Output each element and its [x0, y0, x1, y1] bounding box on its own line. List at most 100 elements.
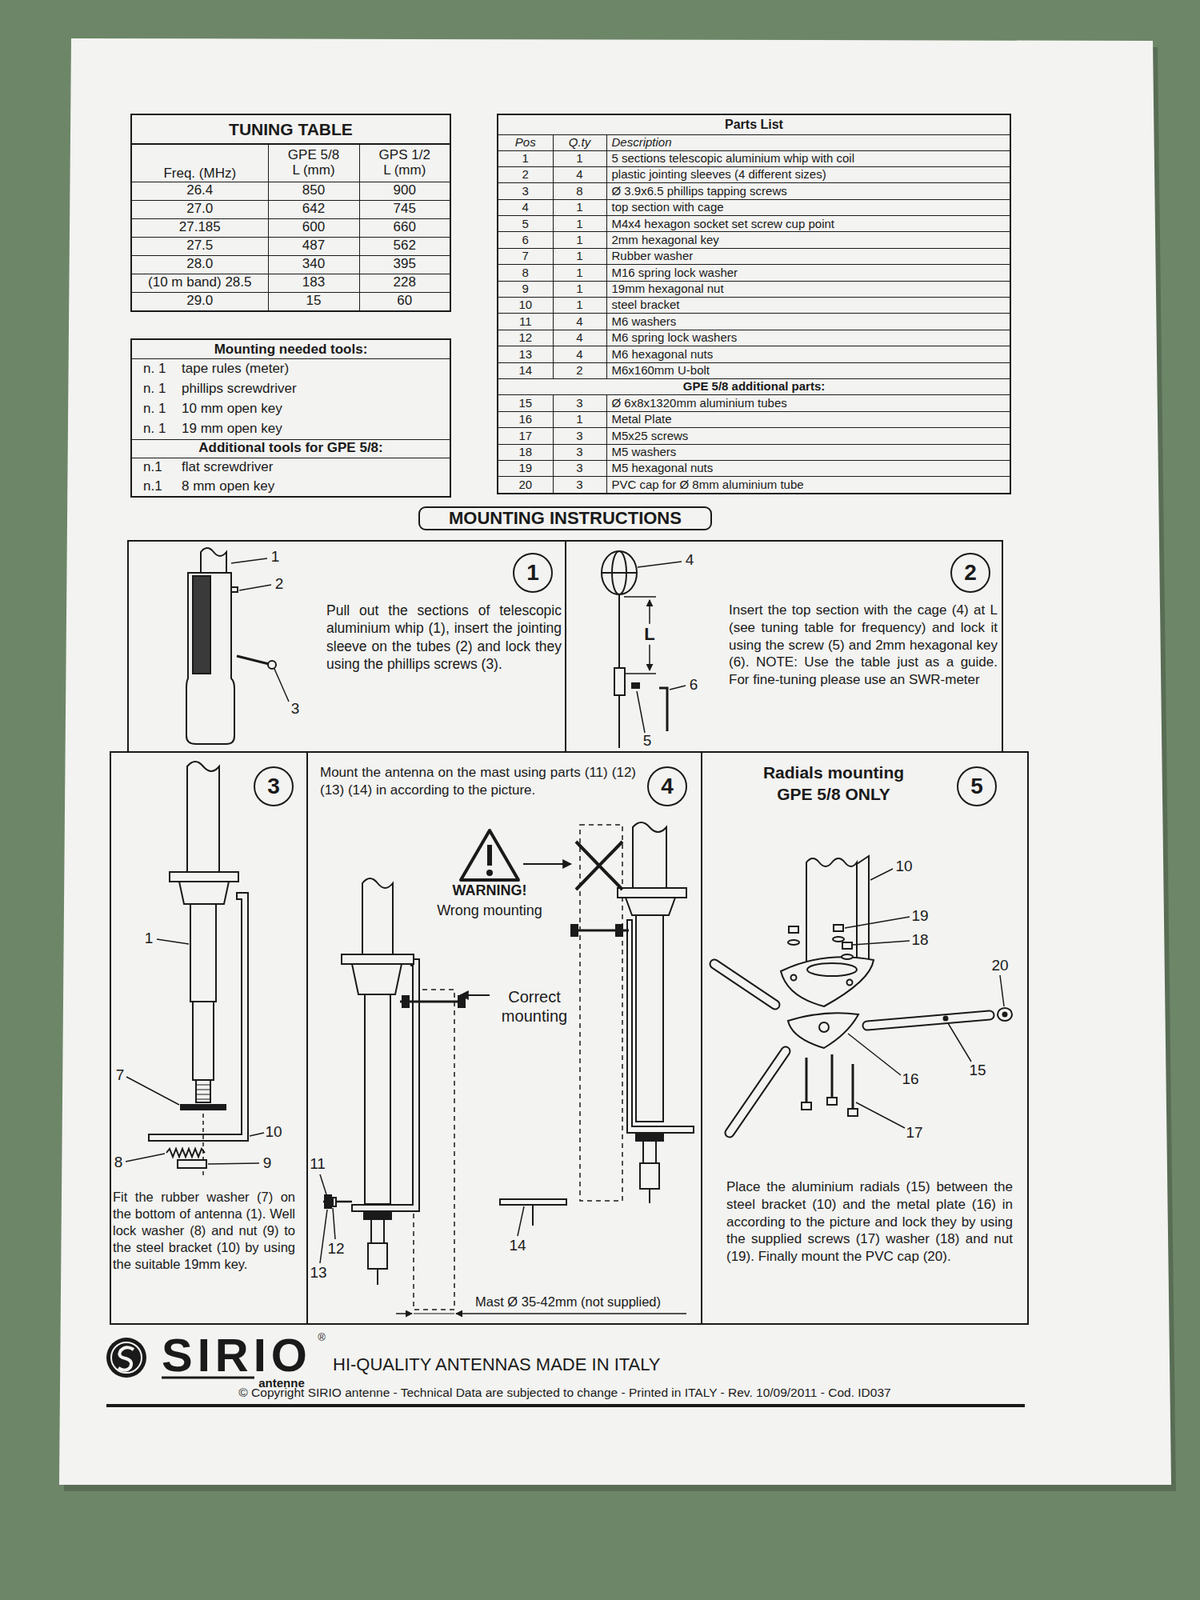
table-cell: Pos [498, 135, 553, 151]
table-row: 183M5 washers [498, 444, 1010, 460]
table-row: 161Metal Plate [498, 411, 1010, 428]
cage-illustration [601, 551, 668, 748]
base-bracket-illustration [196, 1084, 211, 1100]
tool-quantity: n.1 [143, 478, 163, 494]
parts-list-grid: PosQ.tyDescription115 sections telescopi… [498, 135, 1010, 493]
correct-mounting-illustration [332, 1197, 336, 1207]
radials-illustration [714, 964, 776, 1005]
part-quantity: 1 [576, 297, 583, 312]
tool-name: tape rules (meter) [181, 360, 289, 376]
leader-lines [320, 1209, 328, 1264]
leader-lines [156, 939, 189, 944]
table-row: 28.0340395 [132, 255, 450, 274]
table-row: 153Ø 6x8x1320mm aluminium tubes [498, 395, 1010, 412]
radials-illustration [807, 963, 857, 976]
table-cell: 1 [498, 150, 553, 167]
part-position: 10 [518, 297, 532, 312]
part-position: 6 [522, 232, 529, 247]
part-position: 7 [522, 248, 529, 263]
cage-illustration [601, 551, 637, 595]
table-cell: 4 [552, 166, 607, 183]
callout-number: 9 [263, 1154, 272, 1173]
table-cell: 1 [552, 248, 607, 264]
table-cell: n. 1 [132, 419, 182, 440]
callout-number: 14 [508, 1236, 526, 1256]
base-bracket-illustration [148, 761, 248, 1178]
table-cell: 1 [552, 216, 607, 232]
table-cell: 1 [552, 264, 607, 281]
brand-logo [118, 1347, 134, 1371]
trademark-sign: ® [317, 1331, 326, 1344]
part-description: Rubber washer [612, 248, 694, 263]
leader-lines [239, 584, 272, 591]
table-row: n.18 mm open key [132, 476, 450, 496]
section-header-text: MOUNTING INSTRUCTIONS [420, 508, 711, 529]
radials-illustration [729, 1051, 786, 1133]
table-cell: 18 [498, 444, 553, 460]
callout-number: 10 [895, 857, 912, 876]
table-cell: 26.4 [132, 181, 268, 200]
table-cell: M6 spring lock washers [606, 329, 1010, 346]
table-row: Freq. (MHz)GPE 5/8 L (mm)GPS 1/2 L (mm) [132, 144, 450, 182]
paper-sheet [59, 38, 1172, 1485]
table-cell: 29.0 [132, 292, 268, 311]
part-description: top section with cage [612, 200, 724, 214]
table-cell: M5 washers [606, 444, 1010, 460]
table-cell: Additional tools for GPE 5/8: [132, 439, 450, 458]
table-cell: 28.0 [132, 255, 268, 274]
table-row: 51M4x4 hexagon socket set screw cup poin… [498, 216, 1010, 232]
step-number-circle: 2 [950, 552, 991, 593]
callout-number: 16 [901, 1070, 919, 1089]
part-quantity: 1 [576, 216, 583, 231]
part-description: M5x25 screws [612, 428, 689, 443]
base-bracket-illustration [169, 872, 239, 882]
table-cell: 745 [359, 200, 450, 219]
part-quantity: 1 [576, 265, 583, 280]
table-row: Additional tools for GPE 5/8: [132, 439, 450, 458]
leader-lines [636, 691, 645, 733]
instruction-panel: Fit the rubber washer (7) on the bottom … [109, 751, 308, 1325]
table-cell-text: 562 [393, 237, 416, 253]
column-header: Freq. (MHz) [163, 165, 236, 181]
table-cell: 8 [552, 183, 607, 200]
part-description: Ø 6x8x1320mm aluminium tubes [612, 396, 788, 410]
warning-label: Wrong mounting [436, 902, 543, 920]
callout-number: 20 [991, 956, 1008, 976]
table-cell: 9 [498, 280, 553, 297]
part-position: 2 [522, 167, 529, 181]
part-position: 5 [522, 216, 529, 231]
wrong-mounting-illustration [648, 1188, 651, 1204]
correct-mounting-illustration [458, 996, 465, 1008]
table-cell: n.1 [132, 476, 182, 496]
cage-illustration [659, 688, 668, 732]
leader-lines [126, 1076, 180, 1105]
tuning-table-grid: Freq. (MHz)GPE 5/8 L (mm)GPS 1/2 L (mm)2… [132, 144, 450, 311]
table-cell-text: 183 [302, 274, 325, 290]
table-row: 173M5x25 screws [498, 428, 1010, 444]
column-header: GPE 5/8 L (mm) [283, 148, 344, 178]
column-header: Description [612, 135, 672, 149]
part-position: 12 [518, 330, 532, 344]
part-quantity: 4 [576, 314, 583, 328]
table-row: 9119mm hexagonal nut [498, 280, 1010, 297]
wrong-mounting-illustration [486, 869, 493, 876]
tools-table: Mounting needed tools:n. 1tape rules (me… [130, 338, 452, 498]
base-bracket-illustration [166, 1148, 205, 1157]
part-position: 19 [518, 460, 532, 475]
correct-mounting-illustration [413, 1313, 455, 1315]
brand-name: SIRIO [161, 1327, 312, 1384]
callout-number: 6 [689, 676, 699, 695]
part-position: 8 [522, 265, 529, 280]
step-number: 2 [964, 561, 977, 584]
cage-illustration [632, 683, 640, 688]
radials-illustration [729, 1051, 786, 1133]
leader-lines [249, 1132, 264, 1136]
table-cell-text: 395 [393, 256, 416, 272]
callout-number: 3 [291, 700, 300, 719]
brand-logo [106, 1404, 1025, 1408]
pointer-label: Correct mounting [491, 987, 578, 1026]
wrong-mounting-illustration [523, 863, 572, 865]
callout-number: 11 [309, 1155, 326, 1174]
part-description: M6x160mm U-bolt [612, 363, 711, 377]
